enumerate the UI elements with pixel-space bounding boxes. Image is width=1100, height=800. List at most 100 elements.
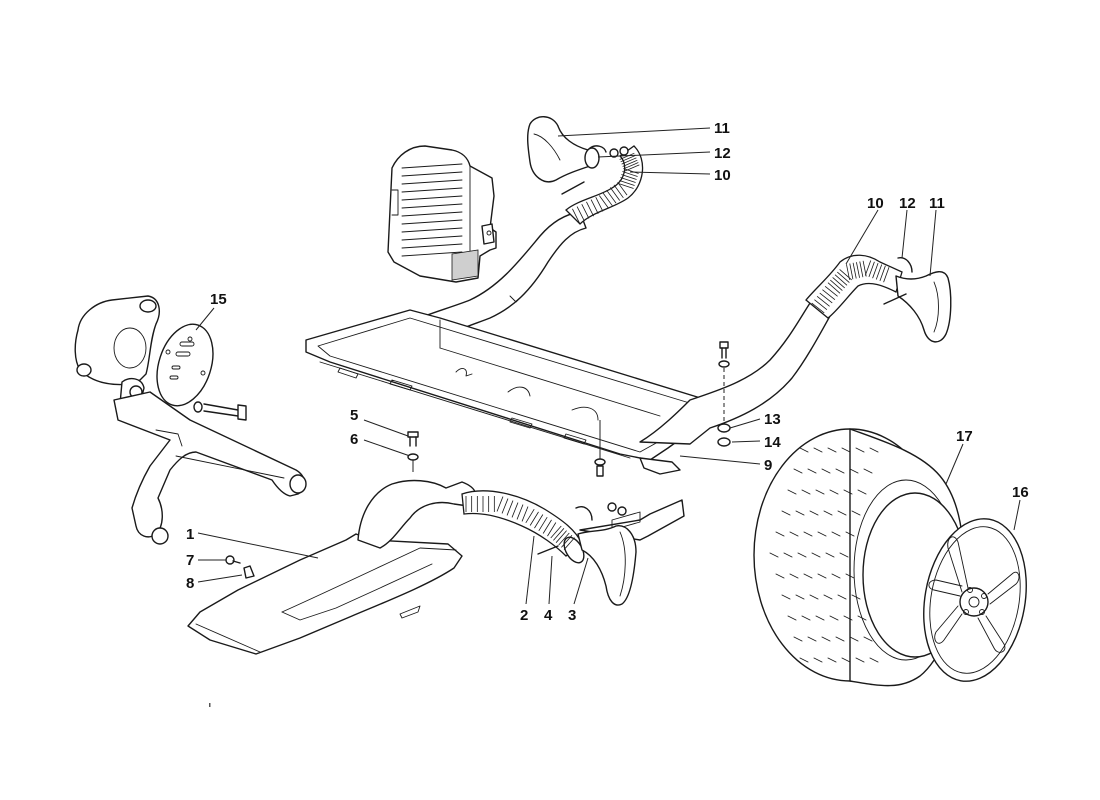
hose-rib	[868, 261, 875, 277]
flex-hose-right	[805, 254, 903, 319]
hose-rib	[525, 508, 535, 524]
hose-rib	[619, 180, 635, 186]
tread-mark	[781, 510, 791, 516]
hose-rib	[572, 208, 580, 224]
hose-rib	[811, 302, 825, 314]
tread-mark	[787, 615, 797, 621]
tread-mark	[795, 594, 805, 600]
hose-rib	[538, 516, 548, 532]
tread-mark	[801, 615, 811, 621]
callout-11-left: 11	[714, 120, 730, 137]
tread-mark	[809, 594, 819, 600]
hose-rib	[883, 267, 890, 283]
hose-rib	[837, 271, 850, 283]
hose-rib	[814, 299, 828, 310]
cable-tie-left	[561, 181, 585, 195]
tread-mark	[835, 468, 845, 474]
hose-rib	[856, 262, 860, 278]
fastener-stack-center	[594, 420, 606, 477]
tread-mark	[869, 657, 879, 663]
flex-hose-lower	[461, 490, 585, 564]
tread-mark	[831, 531, 841, 537]
louver-slot	[401, 203, 463, 209]
hose-rib	[623, 168, 639, 174]
callout-14: 14	[764, 434, 781, 451]
tread-mark	[769, 552, 779, 558]
hose-rib	[622, 171, 638, 177]
tread-mark	[823, 594, 833, 600]
tread-mark	[815, 489, 825, 495]
tread-mark	[849, 636, 859, 642]
hose-rib	[576, 206, 585, 222]
hose-rib	[624, 164, 640, 172]
hose-rib	[617, 181, 628, 196]
clip-8	[243, 565, 255, 579]
callout-11-right: 11	[929, 195, 945, 212]
tread-mark	[793, 636, 803, 642]
tread-mark	[783, 552, 793, 558]
hose-rib	[618, 183, 634, 189]
tread-mark	[809, 510, 819, 516]
fastener-stack-right	[717, 341, 731, 447]
hose-rib	[534, 514, 544, 529]
hose-rib	[619, 152, 635, 160]
louver-slot	[401, 163, 463, 169]
hose-rib	[621, 174, 637, 180]
louver-slot	[401, 227, 463, 233]
hose-clamp-right	[897, 257, 913, 273]
tread-mark	[817, 573, 827, 579]
callout-8: 8	[186, 575, 194, 592]
tread-mark	[817, 531, 827, 537]
callout-10-left: 10	[714, 167, 731, 184]
flex-hose-left	[565, 145, 644, 225]
tread-mark	[849, 468, 859, 474]
hose-clamp-left	[589, 145, 629, 158]
hose-rib	[506, 500, 514, 516]
tread-mark	[857, 489, 867, 495]
air-scoop-right	[895, 271, 952, 343]
hose-rib	[879, 265, 886, 281]
brake-air-scoop	[577, 499, 685, 606]
hose-rib	[834, 274, 848, 286]
tread-mark	[837, 594, 847, 600]
callout-15: 15	[210, 291, 227, 308]
screw-washer-5-6	[407, 431, 419, 472]
tread-mark	[797, 552, 807, 558]
hose-rib	[623, 162, 639, 170]
tread-mark	[803, 531, 813, 537]
brake-cover-plate	[156, 323, 214, 407]
tread-mark	[837, 510, 847, 516]
callout-9: 9	[764, 457, 772, 474]
hose-rib	[550, 525, 562, 539]
bolt-and-washer	[193, 401, 247, 421]
tread-mark	[821, 636, 831, 642]
tread-mark	[795, 510, 805, 516]
tread-mark	[869, 447, 879, 453]
hose-rib	[816, 296, 830, 307]
callout-1: 1	[186, 526, 194, 543]
tread-mark	[843, 615, 853, 621]
tread-mark	[807, 636, 817, 642]
hose-rib	[555, 530, 567, 543]
hose-rib	[832, 277, 845, 289]
hose-rib	[586, 201, 594, 217]
cable-tie-right	[883, 293, 907, 305]
small-screw-7	[225, 555, 241, 565]
hose-rib	[613, 184, 624, 199]
hose-rib	[606, 189, 617, 204]
hose-rib	[542, 519, 552, 534]
hose-rib	[875, 264, 883, 280]
tread-mark	[831, 573, 841, 579]
hose-rib	[620, 177, 636, 183]
callout-17: 17	[956, 428, 973, 445]
tread-mark	[787, 489, 797, 495]
tread-mark	[811, 552, 821, 558]
tread-mark	[793, 468, 803, 474]
hose-rib	[516, 504, 524, 520]
hose-rib	[561, 535, 573, 548]
tread-mark	[781, 594, 791, 600]
hose-rib	[839, 269, 852, 281]
hose-rib	[846, 264, 850, 280]
tread-mark	[825, 552, 835, 558]
tread-mark	[855, 657, 865, 663]
